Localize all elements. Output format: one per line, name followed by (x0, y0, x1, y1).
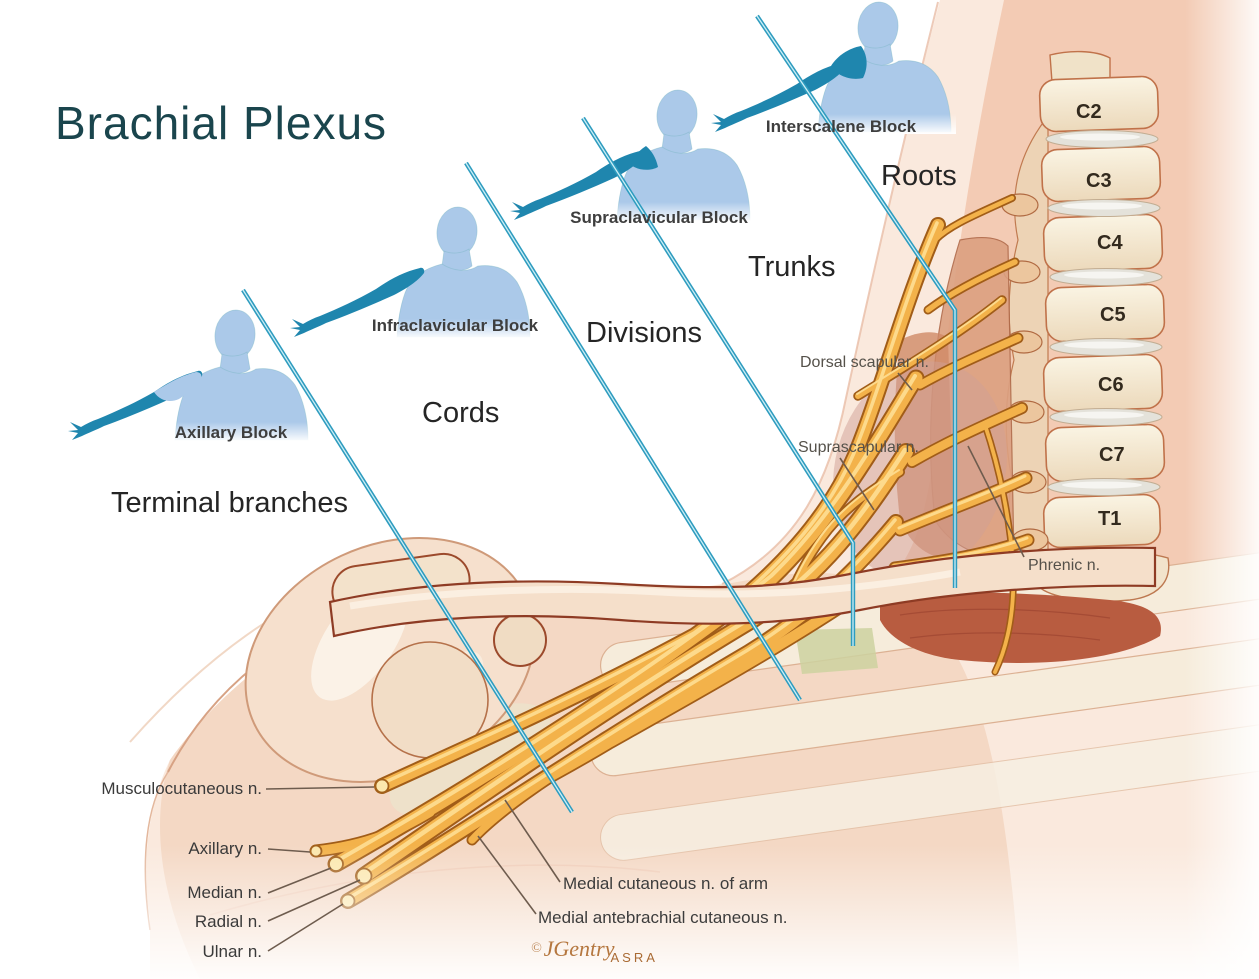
region-label-cords: Cords (422, 397, 500, 429)
block-label-axillary: Axillary Block (174, 423, 288, 442)
vertebra-label-c5: C5 (1100, 304, 1126, 326)
region-label-terminal-branches: Terminal branches (111, 487, 348, 519)
clavicle (328, 546, 1157, 638)
nerve-label-medial-antebrachial: Medial antebrachial cutaneous n. (538, 908, 788, 927)
copyright-symbol: © (531, 941, 542, 956)
vertebra-label-t1: T1 (1098, 508, 1122, 530)
artist-name: JGentry (543, 936, 615, 961)
nerve-label-axillary: Axillary n. (188, 839, 262, 858)
figure-infraclavicular (290, 204, 535, 339)
nerve-label-ulnar: Ulnar n. (202, 942, 262, 961)
bottom-fade (130, 845, 1259, 979)
block-label-infraclavicular: Infraclavicular Block (371, 316, 539, 335)
vertebra-label-c6: C6 (1098, 374, 1124, 396)
figure-interscalene (711, 0, 956, 134)
region-label-trunks: Trunks (748, 251, 836, 283)
artist-signature: ©JGentryASRA (531, 936, 658, 965)
region-label-divisions: Divisions (586, 317, 703, 349)
org-name: ASRA (610, 950, 658, 965)
vertebra-label-c4: C4 (1097, 232, 1123, 254)
pointer-lines (265, 372, 1025, 952)
figure-supraclavicular (510, 87, 755, 222)
intervertebral-discs (1045, 130, 1163, 496)
nerve-label-phrenic: Phrenic n. (1028, 557, 1101, 574)
vertebra-label-c2: C2 (1076, 101, 1102, 123)
right-fade (1185, 0, 1259, 979)
figure-axillary (68, 307, 313, 442)
nerve-label-suprascapular: Suprascapular n. (798, 439, 919, 456)
nerve-label-median: Median n. (187, 883, 262, 902)
cervical-spine (1001, 50, 1170, 602)
nerve-label-dorsal-scapular: Dorsal scapular n. (800, 354, 929, 371)
block-label-supraclavicular: Supraclavicular Block (570, 208, 748, 227)
vertebra-label-c3: C3 (1086, 170, 1112, 192)
vertebra-label-c7: C7 (1099, 444, 1125, 466)
region-label-roots: Roots (881, 160, 957, 192)
nerve-label-radial: Radial n. (194, 912, 262, 931)
nerve-label-medial-cutaneous-arm: Medial cutaneous n. of arm (563, 874, 769, 893)
nerve-label-musculocutaneous: Musculocutaneous n. (101, 779, 262, 798)
page-title: Brachial Plexus (55, 97, 388, 149)
block-label-interscalene: Interscalene Block (765, 117, 917, 136)
block-division-lines (241, 14, 958, 814)
